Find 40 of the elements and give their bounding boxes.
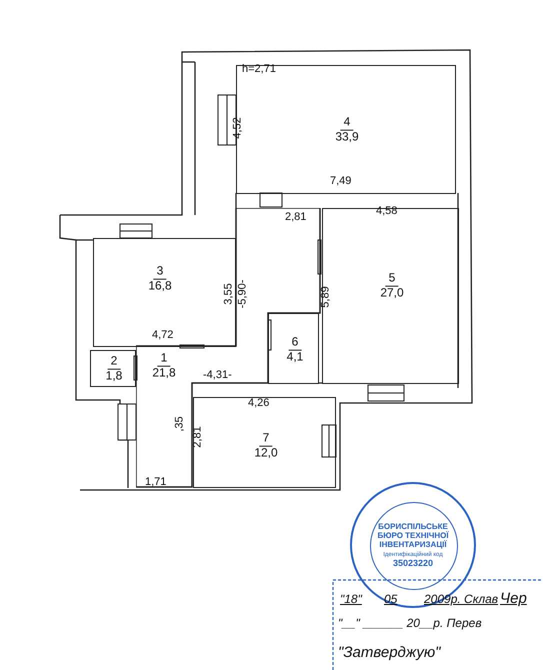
- signature-handwriting: Чер: [500, 591, 527, 606]
- room: [322, 208, 459, 384]
- form-text: "__" ______ 20__р. Перев: [338, 617, 482, 629]
- room: [93, 238, 236, 347]
- room-number: 3: [154, 264, 166, 280]
- room-area-value: 21,8: [152, 366, 176, 380]
- dimension-label: 3,55: [224, 283, 234, 305]
- room-area-value: 1,8: [106, 370, 122, 384]
- dimension-label: -4,31-: [203, 370, 232, 381]
- dimension-label: 2,81: [285, 212, 306, 223]
- room-area-value: 27,0: [380, 286, 404, 300]
- form-month: 05: [384, 593, 398, 605]
- approval-text: "Затверджую": [338, 645, 440, 660]
- dimension-label: 7,49: [330, 176, 352, 187]
- dimension-label: 4,26: [248, 398, 270, 409]
- ceiling-height-label: h=2,71: [242, 64, 276, 75]
- dimension-label: 1,71: [145, 477, 166, 488]
- room-area-value: 16,8: [148, 280, 172, 294]
- dimension-label: -5,90-: [238, 280, 248, 308]
- stamp-title: БОРИСПІЛЬСЬКЕ БЮРО ТЕХНІЧНОЇ ІНВЕНТАРИЗАЦІЇ: [376, 522, 450, 550]
- stamp-code: 35023220: [392, 558, 434, 568]
- dimension-label: 5,89: [320, 286, 332, 308]
- room: [90, 350, 136, 387]
- room-number: 4: [340, 116, 354, 130]
- dimension-label: 2,81: [192, 426, 204, 448]
- dimension-label: 4,52: [232, 117, 244, 139]
- dimension-label: ,35: [174, 416, 186, 432]
- form-day: "18": [340, 593, 362, 605]
- room-number: 5: [386, 272, 398, 286]
- room-area-value: 33,9: [335, 130, 359, 144]
- room-number: 6: [288, 336, 302, 350]
- room-area-value: 4,1: [286, 350, 304, 364]
- room-number: 7: [260, 432, 272, 446]
- room-number: 2: [108, 354, 120, 370]
- room: [193, 397, 336, 488]
- corridor-room: [136, 208, 321, 488]
- room: [268, 313, 319, 384]
- room-area-value: 12,0: [254, 446, 278, 460]
- dimension-label: 4,72: [152, 330, 174, 341]
- room-number: 1: [158, 352, 170, 366]
